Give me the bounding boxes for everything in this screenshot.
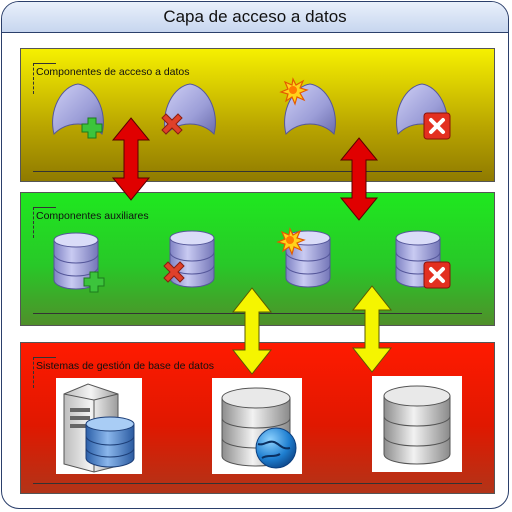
- component-delete-icon: [161, 83, 216, 135]
- layer-label: Componentes de acceso a datos: [36, 66, 190, 78]
- layer-baseline: [33, 171, 482, 172]
- component-error-icon: [396, 83, 451, 140]
- database-modified-icon: [276, 227, 331, 288]
- layer-label: Componentes auxiliares: [36, 210, 149, 222]
- database-error-icon: [395, 230, 451, 289]
- yellow-connector-arrow: [231, 287, 273, 375]
- diagram-title: Capa de acceso a datos: [2, 2, 508, 33]
- database-icon: [372, 376, 462, 472]
- layer-bracket: [33, 207, 56, 238]
- server-database-icon: [56, 378, 142, 474]
- red-connector-arrow: [111, 117, 151, 201]
- database-globe-icon: [212, 378, 302, 474]
- component-modified-icon: [279, 77, 336, 135]
- layer-baseline: [33, 483, 482, 484]
- yellow-connector-arrow: [351, 285, 393, 373]
- database-add-icon: [53, 232, 105, 293]
- layer-bracket: [33, 357, 56, 388]
- layer-bracket: [33, 63, 56, 94]
- red-connector-arrow: [339, 137, 379, 221]
- database-delete-icon: [163, 230, 215, 288]
- layer-label: Sistemas de gestión de base de datos: [36, 360, 215, 372]
- component-add-icon: [52, 83, 104, 139]
